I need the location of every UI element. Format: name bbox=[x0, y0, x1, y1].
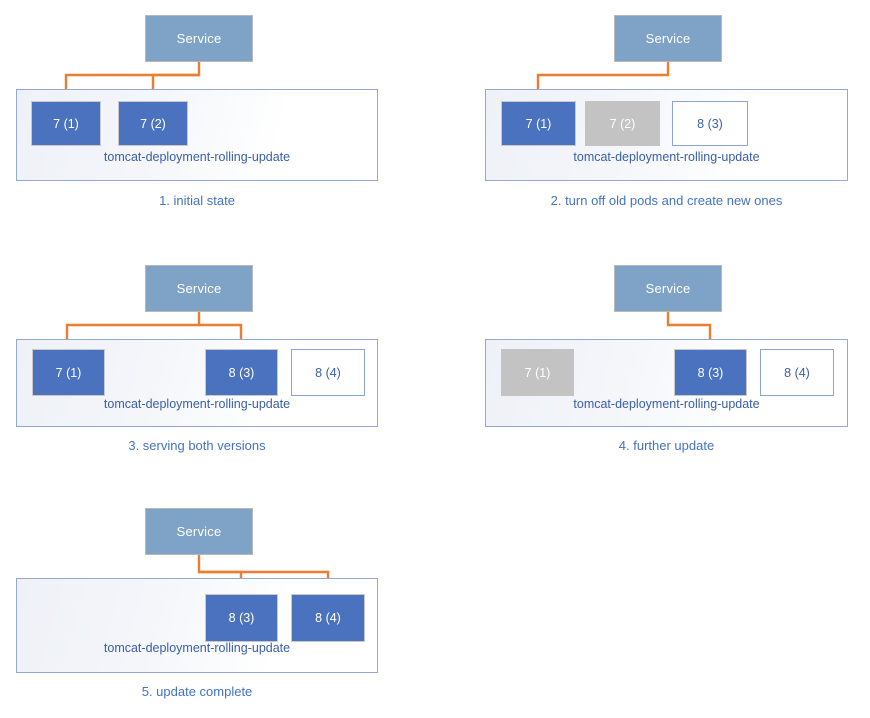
deployment-name-label: tomcat-deployment-rolling-update bbox=[573, 150, 760, 164]
pod-box[interactable]: 8 (3) bbox=[674, 349, 747, 396]
pod-box[interactable]: 7 (1) bbox=[501, 101, 576, 146]
pod-box[interactable]: 8 (4) bbox=[760, 349, 834, 396]
panel-caption: 4. further update bbox=[618, 438, 715, 453]
panel-caption: 5. update complete bbox=[141, 684, 253, 699]
pod-box[interactable]: 8 (3) bbox=[672, 101, 748, 146]
service-label: Service bbox=[645, 281, 691, 296]
pod-label: 8 (3) bbox=[228, 611, 255, 625]
pod-box[interactable]: 7 (1) bbox=[31, 101, 101, 146]
pod-box[interactable]: 7 (1) bbox=[32, 349, 105, 396]
pod-label: 8 (4) bbox=[315, 365, 341, 380]
deployment-name-label: tomcat-deployment-rolling-update bbox=[103, 397, 291, 411]
pod-label: 7 (1) bbox=[55, 365, 82, 380]
pod-box[interactable]: 8 (4) bbox=[291, 594, 365, 642]
service-box[interactable]: Service bbox=[145, 265, 253, 312]
pod-box[interactable]: 7 (2) bbox=[118, 101, 188, 146]
service-box[interactable]: Service bbox=[614, 265, 722, 312]
deployment-name-label: tomcat-deployment-rolling-update bbox=[573, 397, 760, 411]
service-label: Service bbox=[176, 281, 222, 296]
pod-label: 8 (3) bbox=[697, 365, 724, 380]
pod-label: 7 (1) bbox=[525, 116, 552, 131]
panel-caption: 1. initial state bbox=[159, 193, 235, 208]
pod-box[interactable]: 7 (1) bbox=[501, 349, 574, 396]
pod-box[interactable]: 8 (4) bbox=[291, 349, 365, 396]
service-box[interactable]: Service bbox=[614, 15, 722, 62]
panel-caption: 3. serving both versions bbox=[128, 438, 266, 453]
pod-box[interactable]: 8 (3) bbox=[205, 594, 278, 642]
service-box[interactable]: Service bbox=[145, 15, 253, 62]
pod-label: 7 (2) bbox=[609, 116, 636, 131]
pod-label: 7 (1) bbox=[524, 365, 551, 380]
pod-label: 8 (3) bbox=[228, 365, 255, 380]
panel-caption: 2. turn off old pods and create new ones bbox=[550, 193, 783, 208]
pod-label: 8 (3) bbox=[697, 116, 723, 131]
pod-box[interactable]: 7 (2) bbox=[585, 101, 660, 146]
pod-label: 8 (4) bbox=[315, 611, 341, 625]
service-label: Service bbox=[176, 31, 222, 46]
service-label: Service bbox=[176, 524, 222, 539]
pod-label: 8 (4) bbox=[784, 365, 810, 380]
service-box[interactable]: Service bbox=[145, 508, 253, 555]
service-label: Service bbox=[645, 31, 691, 46]
pod-label: 7 (2) bbox=[140, 116, 166, 131]
deployment-name-label: tomcat-deployment-rolling-update bbox=[103, 150, 291, 164]
pod-label: 7 (1) bbox=[53, 116, 79, 131]
pod-box[interactable]: 8 (3) bbox=[205, 349, 278, 396]
deployment-name-label: tomcat-deployment-rolling-update bbox=[103, 641, 291, 655]
